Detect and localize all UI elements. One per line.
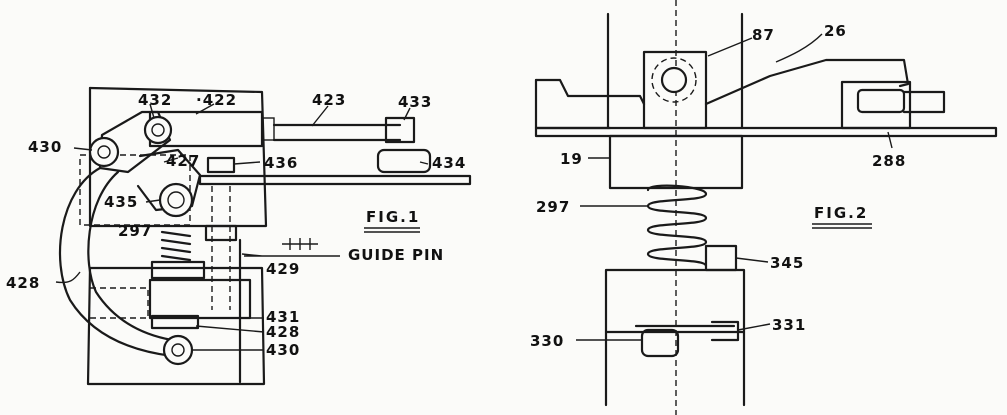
- fig1-link-428: [58, 166, 174, 358]
- fig2-label-26: 26: [824, 22, 847, 40]
- fig2-drawing: 87 26 19 288 297 345 330 331 FIG.2: [530, 0, 998, 415]
- fig1-upper-frame: [88, 86, 268, 228]
- fig1-label-428-left: 428: [6, 274, 40, 292]
- fig1-label-431: 431: [266, 308, 300, 326]
- fig1-block-434: [376, 148, 432, 174]
- fig1-label-guide-pin: GUIDE PIN: [348, 246, 444, 264]
- fig2-roller: [856, 88, 906, 114]
- fig2-label-288: 288: [872, 152, 906, 170]
- fig1-pivot-435: [158, 182, 194, 218]
- fig1-label-436: 436: [264, 154, 298, 172]
- fig2-lever-26: [534, 58, 910, 106]
- fig1-lower-frame: [86, 266, 266, 386]
- fig1-lower-nut: [150, 260, 206, 280]
- fig1-lower-block: [148, 278, 252, 320]
- fig2-pin-331: [634, 320, 740, 342]
- fig1-label-430-upper: 430: [28, 138, 62, 156]
- fig1-guide-pin-symbol: [282, 238, 318, 250]
- fig1-nut-433: [384, 116, 416, 144]
- fig2-pivot: [660, 66, 688, 94]
- fig2-caption: FIG.2: [814, 204, 868, 222]
- fig1-leader-lines: [55, 103, 429, 351]
- fig2-label-297: 297: [536, 198, 570, 216]
- fig1-pivot-432: [143, 115, 173, 145]
- fig1-label-427: 427: [166, 152, 200, 170]
- fig2-label-87: 87: [752, 26, 775, 44]
- fig2-label-19: 19: [560, 150, 583, 168]
- fig2-label-331: 331: [772, 316, 806, 334]
- fig1-caption: FIG.1: [366, 208, 420, 226]
- fig2-upper-column: [606, 12, 744, 130]
- fig2-bolt-330: [640, 328, 680, 358]
- fig2-nut-345: [704, 244, 738, 272]
- fig2-lower-column: [604, 330, 746, 407]
- fig2-block-19: [608, 134, 744, 190]
- fig2-label-330: 330: [530, 332, 564, 350]
- fig1-bracket-428: [150, 314, 200, 330]
- fig1-nut-436: [206, 156, 236, 174]
- fig1-pivot-430-lower: [162, 334, 194, 366]
- fig1-label-422: ·422: [196, 91, 237, 109]
- fig1-plate: [198, 174, 472, 186]
- fig1-label-433: 433: [398, 93, 432, 111]
- fig1-label-428: 428: [266, 323, 300, 341]
- fig1-label-423: 423: [312, 91, 346, 109]
- fig1-pivot-430: [88, 136, 120, 168]
- fig1-label-435: 435: [104, 193, 138, 211]
- fig2-caption-underline: [812, 223, 872, 229]
- fig1-drawing: 432 ·422 423 433 430 427 436 434 435 297…: [6, 86, 472, 386]
- fig1-label-432: 432: [138, 91, 172, 109]
- fig2-spring-297: [646, 184, 708, 268]
- fig1-crank: [136, 148, 202, 212]
- fig1-spring-297: [160, 230, 192, 262]
- fig2-plate-288: [534, 126, 998, 138]
- fig1-upper-dashed: [79, 154, 191, 226]
- fig1-label-297: 297: [118, 222, 152, 240]
- fig1-label-429: 429: [266, 260, 300, 278]
- fig1-label-434: 434: [432, 154, 466, 172]
- fig2-leader-lines: [576, 33, 893, 341]
- fig1-caption-underline: [364, 227, 420, 233]
- fig1-label-430-lower: 430: [266, 341, 300, 359]
- fig1-rod-423: [272, 123, 402, 142]
- fig2-label-345: 345: [770, 254, 804, 272]
